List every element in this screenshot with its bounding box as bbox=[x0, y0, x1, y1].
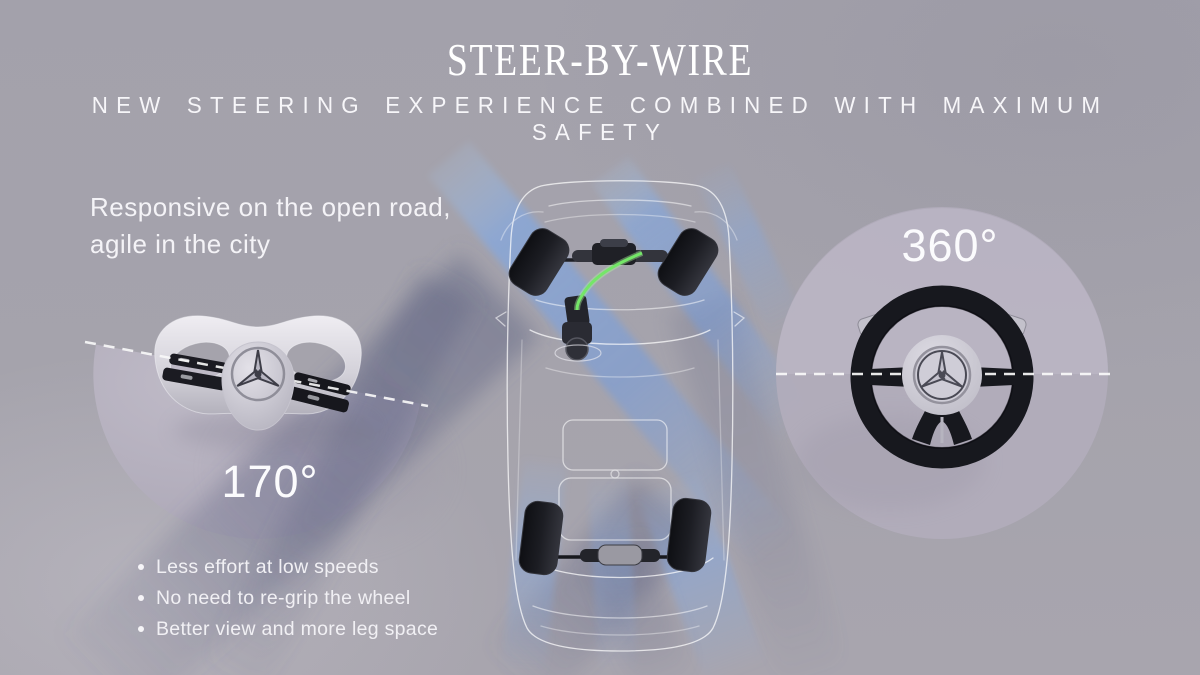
benefit-item: Better view and more leg space bbox=[138, 618, 438, 641]
benefit-text: No need to re-grip the wheel bbox=[156, 587, 411, 609]
mercedes-star-icon bbox=[230, 346, 286, 402]
round-steering-wheel-illustration bbox=[850, 285, 1034, 469]
benefit-text: Less effort at low speeds bbox=[156, 556, 379, 578]
angle-label-170: 170° bbox=[221, 456, 319, 507]
car-wheels bbox=[508, 228, 719, 576]
steering-angle-beams bbox=[427, 140, 819, 675]
tagline-line-2: agile in the city bbox=[90, 229, 271, 259]
round-wheel-hub bbox=[902, 335, 982, 415]
benefit-item: Less effort at low speeds bbox=[138, 556, 438, 579]
bullet-icon bbox=[138, 626, 144, 632]
angle-label-360: 360° bbox=[901, 220, 999, 271]
page-title: STEER-BY-WIRE bbox=[446, 34, 754, 85]
mercedes-star-icon bbox=[917, 350, 967, 400]
tagline-line-1: Responsive on the open road, bbox=[90, 192, 451, 222]
page-subtitle: NEW STEERING EXPERIENCE COMBINED WITH MA… bbox=[91, 92, 1109, 145]
yoke-hub bbox=[221, 341, 295, 431]
steering-column-unit bbox=[554, 295, 602, 362]
benefit-item: No need to re-grip the wheel bbox=[138, 587, 438, 610]
benefits-list: Less effort at low speeds No need to re-… bbox=[138, 556, 438, 649]
benefit-text: Better view and more leg space bbox=[156, 618, 439, 640]
car-top-view-illustration bbox=[494, 180, 746, 652]
left-tagline: Responsive on the open road, agile in th… bbox=[90, 189, 451, 263]
by-wire-cable bbox=[574, 250, 644, 311]
bullet-icon bbox=[138, 564, 144, 570]
bullet-icon bbox=[138, 595, 144, 601]
